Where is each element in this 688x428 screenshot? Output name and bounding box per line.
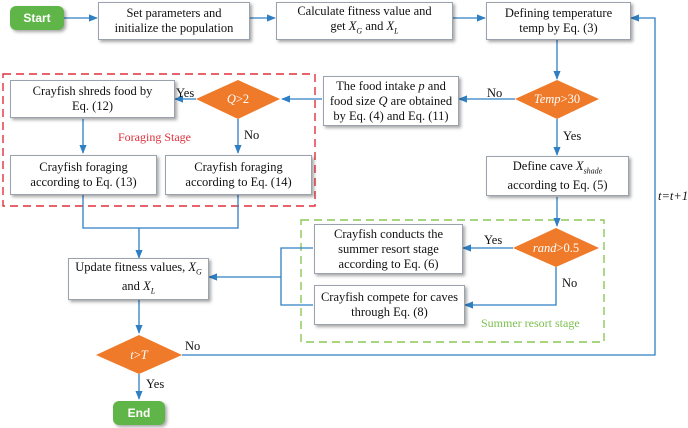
- t-yes-label: Yes: [146, 377, 165, 391]
- forage14-line2: according to Eq. (14): [185, 175, 292, 189]
- forage13-line1: Crayfish foraging: [39, 160, 128, 174]
- update-fitness-box: Update fitness values, XG and XL: [68, 258, 209, 300]
- q-no-label: No: [244, 128, 260, 142]
- summer-line2: summer resort stage: [338, 241, 439, 256]
- temp-decision-text: Temp>30: [533, 91, 581, 106]
- q-yes-label: Yes: [176, 86, 195, 100]
- compete-line2: through Eq. (8): [351, 305, 428, 319]
- update-line1: Update fitness values, XG: [75, 259, 202, 277]
- t-decision-diamond: [96, 335, 182, 374]
- foraging-stage-label: Foraging Stage: [118, 130, 191, 144]
- define-temperature-box: Defining temperature temp by Eq. (3): [486, 2, 631, 40]
- foraging-stage-region: [2, 73, 316, 207]
- rand-yes-label: Yes: [484, 233, 503, 247]
- q-decision-diamond: [196, 80, 280, 119]
- temp-line1: Defining temperature: [504, 6, 613, 20]
- forage14-line1: Crayfish foraging: [194, 160, 283, 174]
- summer-resort-stage-region: [300, 219, 605, 343]
- compete-caves-box: Crayfish compete for caves through Eq. (…: [314, 285, 465, 325]
- shreds-food-box: Crayfish shreds food by Eq. (12): [10, 80, 175, 118]
- foraging-eq14-box: Crayfish foraging according to Eq. (14): [165, 155, 312, 195]
- t-decision-text: t>T: [130, 347, 148, 362]
- rand-decision-diamond: [513, 228, 599, 267]
- summer-resort-box: Crayfish conducts the summer resort stag…: [314, 224, 463, 274]
- end-terminal: End: [113, 401, 165, 425]
- arrow-foraging-merge: [82, 195, 239, 258]
- rand-decision-text: rand>0.5: [532, 240, 580, 255]
- cave-line1: Define cave Xshade: [512, 158, 603, 176]
- set-parameters-box: Set parameters and initialize the popula…: [98, 2, 250, 40]
- temp-yes-label: Yes: [563, 129, 582, 143]
- shreds-line2: Eq. (12): [72, 99, 113, 113]
- t-no-label: No: [185, 339, 201, 353]
- summer-resort-stage-label: Summer resort stage: [481, 316, 580, 330]
- calculate-fitness-box: Calculate fitness value and get XG and X…: [276, 2, 453, 40]
- temp-decision-diamond: [515, 80, 599, 119]
- temp-no-label: No: [487, 86, 503, 100]
- shreds-line1: Crayfish shreds food by: [32, 84, 153, 98]
- calc-line2: get XG and XL: [330, 18, 399, 36]
- summer-line1: Crayfish conducts the: [333, 226, 443, 241]
- food-line2: food size Q are obtained: [329, 93, 453, 108]
- t-increment-label: t=t+1: [658, 189, 688, 203]
- forage13-line2: according to Eq. (13): [30, 175, 137, 189]
- food-intake-box: The food intake p and food size Q are ob…: [323, 76, 459, 126]
- food-line3: by Eq. (4) and Eq. (11): [333, 108, 449, 123]
- start-terminal: Start: [10, 6, 64, 30]
- set-parameters-line2: initialize the population: [114, 21, 234, 35]
- q-decision-text: Q>2: [226, 91, 250, 106]
- define-cave-box: Define cave Xshade according to Eq. (5): [486, 156, 629, 196]
- compete-line1: Crayfish compete for caves: [320, 290, 459, 304]
- rand-no-label: No: [562, 276, 578, 290]
- cave-line2: according to Eq. (5): [507, 178, 608, 193]
- temp-line2: temp by Eq. (3): [519, 21, 598, 35]
- arrow-rand-no: [464, 267, 557, 309]
- arrow-t-no-loop: [182, 14, 656, 356]
- update-line2: and XL: [121, 279, 156, 296]
- set-parameters-line1: Set parameters and: [126, 6, 222, 20]
- food-line1: The food intake p and: [336, 78, 446, 93]
- foraging-eq13-box: Crayfish foraging according to Eq. (13): [10, 155, 157, 195]
- summer-line3: according to Eq. (6): [338, 256, 439, 271]
- calc-line1: Calculate fitness value and: [297, 3, 432, 18]
- arrow-summer-merge: [209, 247, 313, 306]
